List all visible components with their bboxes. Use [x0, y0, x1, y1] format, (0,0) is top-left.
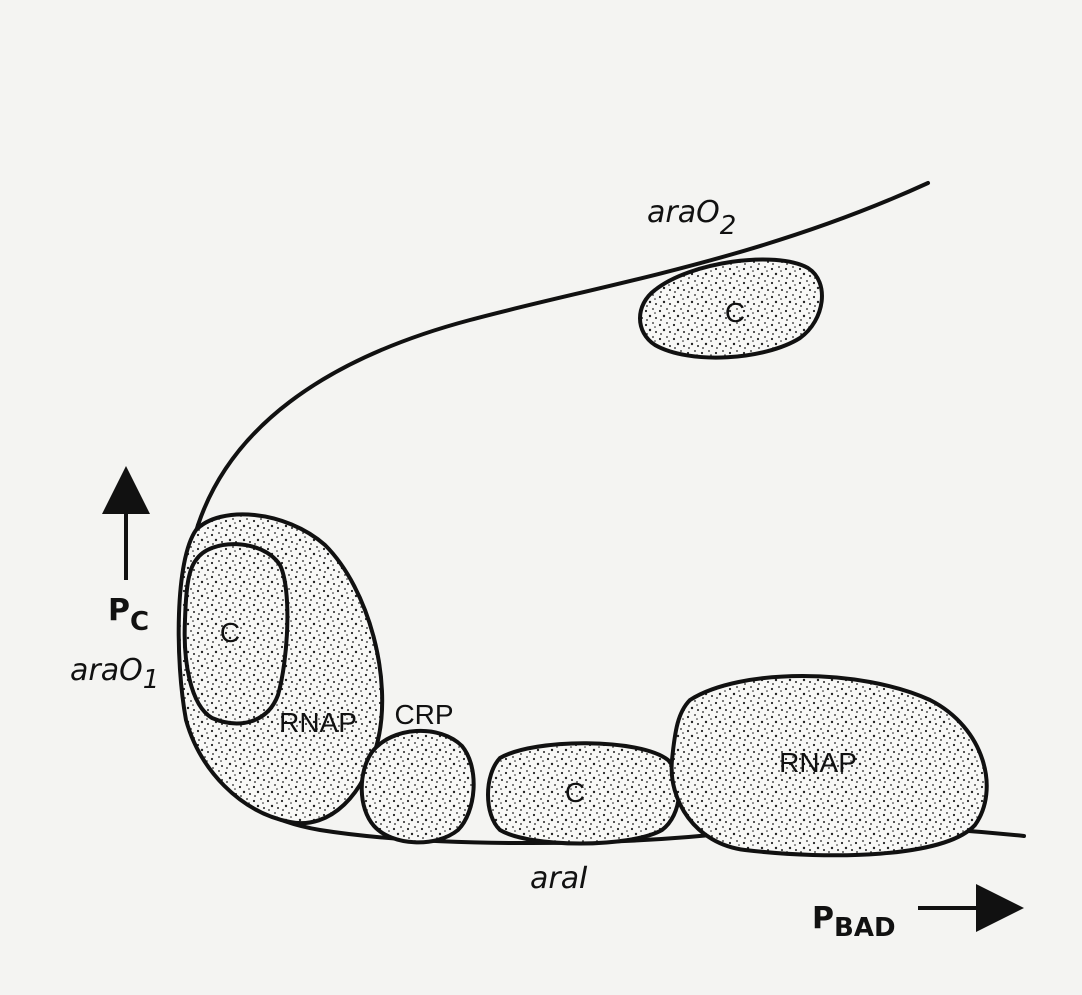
arac-bottom-label: C — [565, 777, 585, 808]
arao1-label: araO1 — [70, 653, 159, 695]
pc-label: PC — [108, 593, 149, 637]
arai-label: araI — [530, 861, 588, 896]
crp-protein — [362, 731, 474, 842]
dna-strand — [198, 183, 928, 525]
rnap-left-label: RNAP — [279, 707, 357, 738]
pbad-label: PBAD — [812, 901, 896, 943]
arac-left-label: C — [220, 617, 240, 648]
crp-label: CRP — [394, 699, 453, 730]
rnap-right-label: RNAP — [779, 747, 857, 778]
arac-top-label: C — [725, 297, 745, 328]
arao2-label: araO2 — [647, 195, 736, 241]
